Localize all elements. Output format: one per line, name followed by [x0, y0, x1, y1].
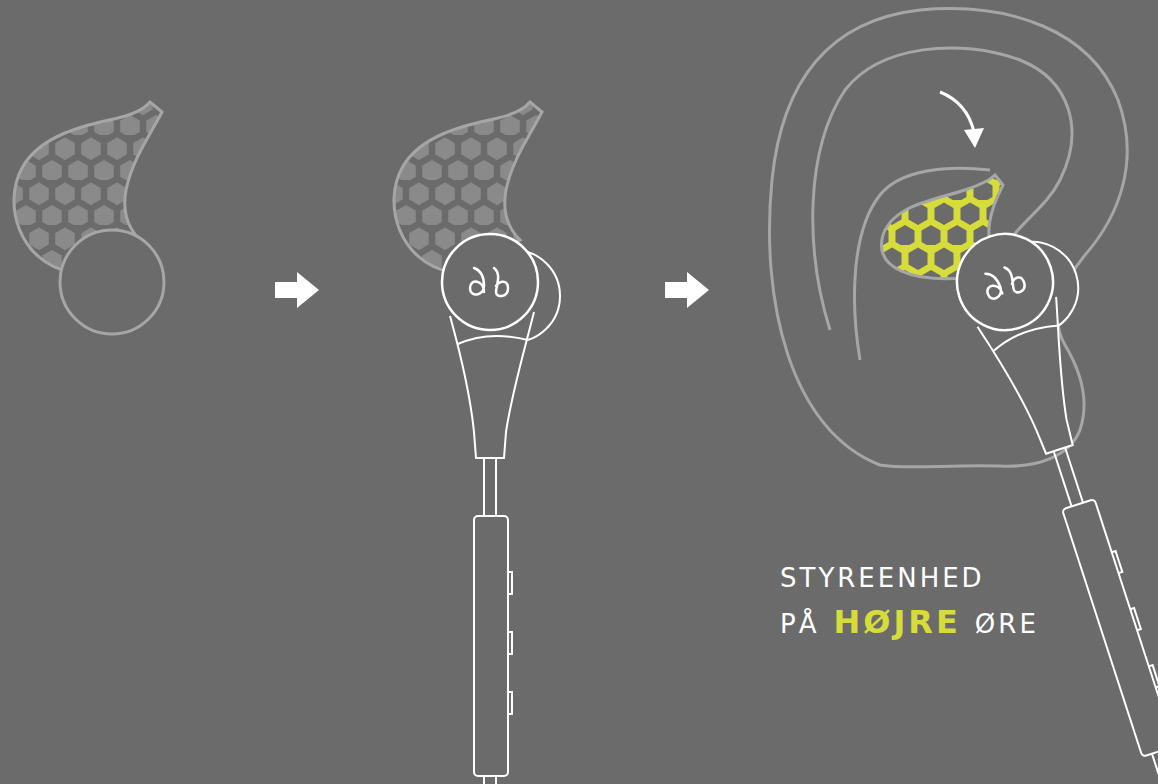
earbud-with-wing: [394, 102, 560, 784]
instruction-label: STYREENHED: [780, 556, 985, 600]
push-arrow-head: [964, 128, 984, 148]
instruction-label: PÅ: [780, 602, 819, 646]
ear-outline: [769, 9, 1127, 467]
instruction-label: ØRE: [975, 602, 1039, 646]
highlight-label: HØJRE: [833, 600, 960, 644]
step-arrow: [275, 272, 319, 308]
earwing: [14, 102, 164, 334]
label-line: PÅ HØJRE ØRE: [780, 600, 1039, 646]
earbud-in-ear: [882, 175, 1158, 784]
step-arrow: [665, 272, 709, 308]
label-line: STYREENHED: [780, 556, 985, 600]
push-arrow: [940, 92, 974, 132]
